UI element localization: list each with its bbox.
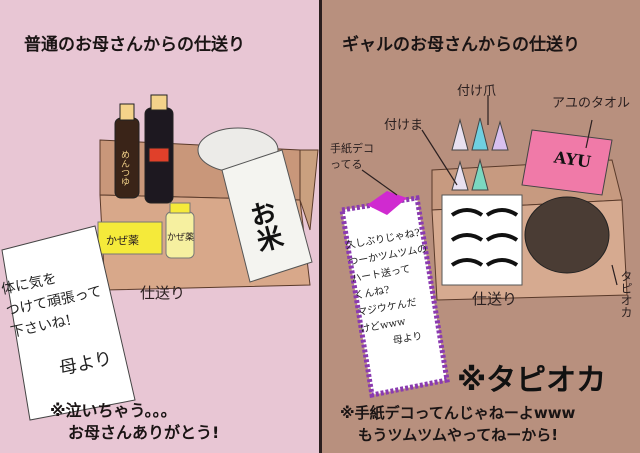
right-box-label: 仕送り	[472, 290, 518, 308]
tapioca-note: ※タピオカ	[457, 363, 607, 398]
mentsuyu-label: めんつゆ	[119, 150, 129, 186]
ayu-towel	[521, 129, 613, 196]
left-box-label: 仕送り	[140, 284, 186, 302]
tapioca-label: タピオカ	[619, 270, 633, 318]
ribbon-icon	[367, 191, 407, 215]
letter-deco-label: 手紙デコってる	[330, 142, 374, 171]
normal-mom-panel: 普通のお母さんからの仕送り めんつゆ かぜ薬 かぜ薬 お米 仕送り	[0, 0, 320, 453]
medicine-bottle-label: かぜ薬	[167, 233, 195, 243]
gyaru-mom-panel: ギャルのお母さんからの仕送り	[322, 0, 640, 453]
right-title: ギャルのお母さんからの仕送り	[342, 35, 580, 55]
nails-label: 付け爪	[457, 84, 497, 99]
care-package-illustration	[1, 94, 319, 421]
annotation-arrows	[361, 95, 618, 286]
letter-from-mom	[1, 225, 136, 421]
towel-label: アユのタオル	[552, 96, 631, 111]
left-caption: ※泣いちゃう。。。 お母さんありがとう!	[50, 401, 220, 442]
medicine-box-label: かぜ薬	[106, 234, 139, 247]
box-flap	[299, 149, 319, 231]
panel-divider	[319, 0, 322, 453]
tapioca-pearls	[524, 196, 610, 274]
gyaru-package-illustration	[339, 95, 628, 398]
rice-bag	[221, 149, 313, 283]
right-caption: ※手紙デコってんじゃねーよwww もうツムツムやってねーから!	[340, 404, 576, 444]
lashes-label: 付けま	[384, 118, 424, 133]
cold-medicine-box	[97, 221, 163, 255]
left-title: 普通のお母さんからの仕送り	[24, 35, 245, 55]
